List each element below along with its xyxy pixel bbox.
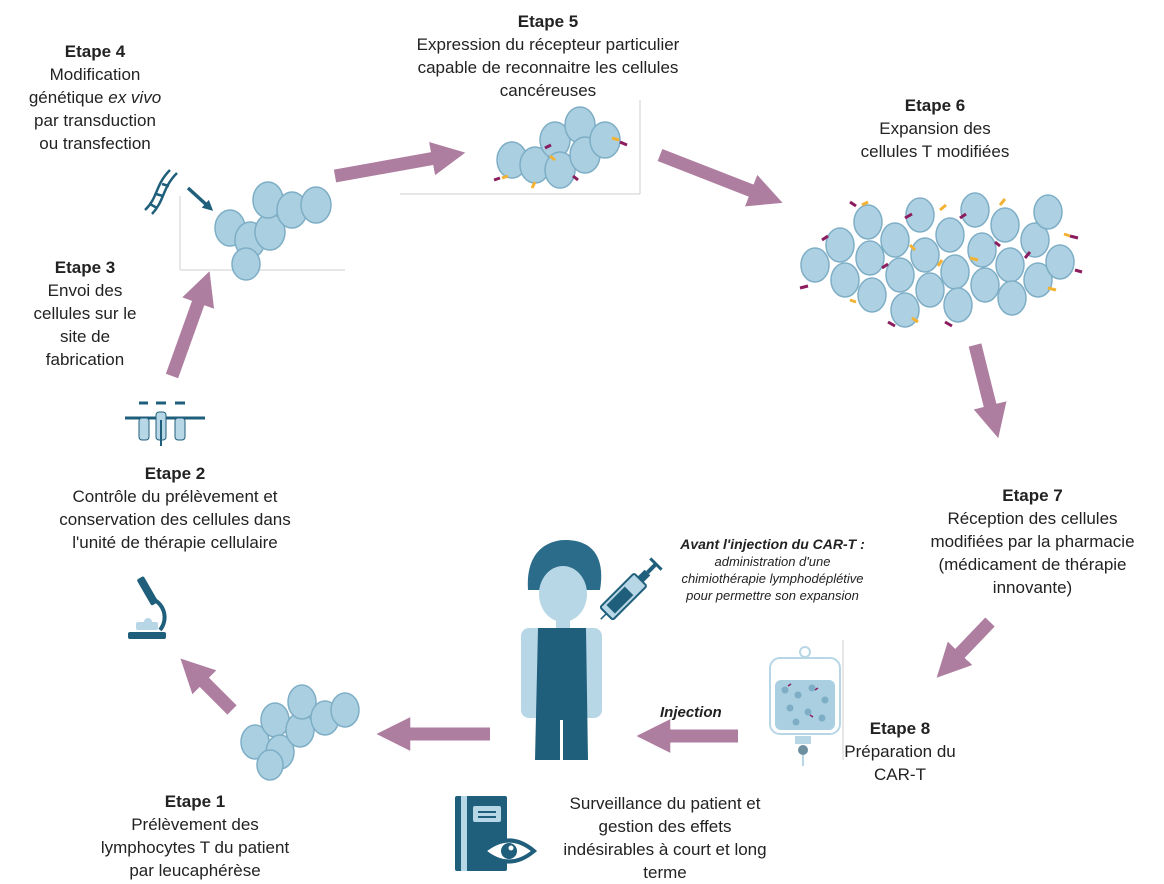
arrow-step5-to-step6 <box>657 148 783 207</box>
step5-line: Expression du récepteur particulier <box>416 35 680 54</box>
monitoring-line: indésirables à court et long <box>563 840 767 859</box>
dna-arrow <box>186 186 214 211</box>
arrow-step7-to-step8 <box>936 617 995 678</box>
step3-line: cellules sur le <box>33 304 137 323</box>
step3-line: site de <box>59 327 111 346</box>
cell-group-step5 <box>493 106 628 189</box>
step4-line: Modification <box>49 65 141 84</box>
step7-line: modifiées par la pharmacie <box>930 532 1135 551</box>
step2-line: Contrôle du prélèvement et <box>72 487 278 506</box>
step8-title: Etape 8 <box>869 719 931 738</box>
iv-bag-icon <box>769 646 841 766</box>
cell-group-step1 <box>240 684 360 781</box>
step7-label: Etape 7 Réception des cellules modifiées… <box>905 484 1160 599</box>
cell-cluster-step6 <box>799 192 1083 328</box>
step4-line: génétique ex vivo <box>20 86 170 109</box>
step5-line: cancéreuses <box>499 81 597 100</box>
microscope-icon <box>128 576 167 639</box>
step4-title: Etape 4 <box>64 42 126 61</box>
step2-label: Etape 2 Contrôle du prélèvement et conse… <box>20 462 330 554</box>
step4-line: ou transfection <box>39 134 151 153</box>
pre-injection-line: pour permettre son expansion <box>686 588 859 603</box>
pre-injection-note: Avant l'injection du CAR-T : administrat… <box>640 536 905 604</box>
cell-group-step4 <box>214 181 332 281</box>
pre-injection-title: Avant l'injection du CAR-T : <box>680 536 865 552</box>
arrow-step3-to-step4 <box>165 271 215 379</box>
step1-title: Etape 1 <box>164 792 226 811</box>
step3-label: Etape 3 Envoi des cellules sur le site d… <box>15 256 155 371</box>
monitoring-line: Surveillance du patient et <box>569 794 761 813</box>
medical-record-eye-icon <box>455 796 538 871</box>
step5-line: capable de reconnaitre les cellules <box>417 58 679 77</box>
step1-label: Etape 1 Prélèvement des lymphocytes T du… <box>70 790 320 882</box>
step3-line: Envoi des <box>47 281 123 300</box>
step3-line: fabrication <box>45 350 125 369</box>
monitoring-line: terme <box>643 863 687 882</box>
step8-line: CAR-T <box>874 765 926 784</box>
step1-line: lymphocytes T du patient <box>100 838 290 857</box>
step1-line: par leucaphérèse <box>129 861 261 880</box>
arrow-step6-to-step7 <box>968 343 1007 439</box>
step7-line: innovante) <box>992 578 1073 597</box>
step2-line: conservation des cellules dans <box>59 510 291 529</box>
syringe-icon <box>599 557 663 621</box>
injection-label: Injection <box>660 704 722 721</box>
pre-injection-line: administration d'une <box>714 554 831 569</box>
monitoring-line: gestion des effets <box>598 817 732 836</box>
step2-title: Etape 2 <box>144 464 206 483</box>
patient-figure-icon <box>521 540 602 760</box>
step7-title: Etape 7 <box>1002 486 1063 505</box>
arrow-step1-to-step2 <box>180 658 237 715</box>
step8-label: Etape 8 Préparation du CAR-T <box>825 717 975 786</box>
step5-label: Etape 5 Expression du récepteur particul… <box>378 10 718 102</box>
step4-line-text: génétique <box>28 88 104 107</box>
step7-line: (médicament de thérapie <box>938 555 1127 574</box>
step4-line: par transduction <box>34 111 156 130</box>
step7-line: Réception des cellules <box>947 509 1118 528</box>
step6-line: Expansion des <box>879 119 991 138</box>
pre-injection-line: chimiothérapie lymphodéplétive <box>681 571 864 586</box>
step4-label: Etape 4 Modification génétique ex vivo p… <box>20 40 170 155</box>
lab-tubes-icon <box>125 401 205 446</box>
dna-icon <box>144 169 178 215</box>
arrow-step4-to-step5 <box>333 141 466 183</box>
ex-vivo-text: ex vivo <box>108 88 162 107</box>
step3-title: Etape 3 <box>54 258 116 277</box>
step2-line: l'unité de thérapie cellulaire <box>72 533 278 552</box>
step5-title: Etape 5 <box>517 12 579 31</box>
step6-label: Etape 6 Expansion des cellules T modifié… <box>820 94 1050 163</box>
step8-line: Préparation du <box>844 742 956 761</box>
step6-title: Etape 6 <box>904 96 966 115</box>
monitoring-label: Surveillance du patient et gestion des e… <box>540 792 790 884</box>
step1-line: Prélèvement des <box>131 815 259 834</box>
step6-line: cellules T modifiées <box>860 142 1010 161</box>
